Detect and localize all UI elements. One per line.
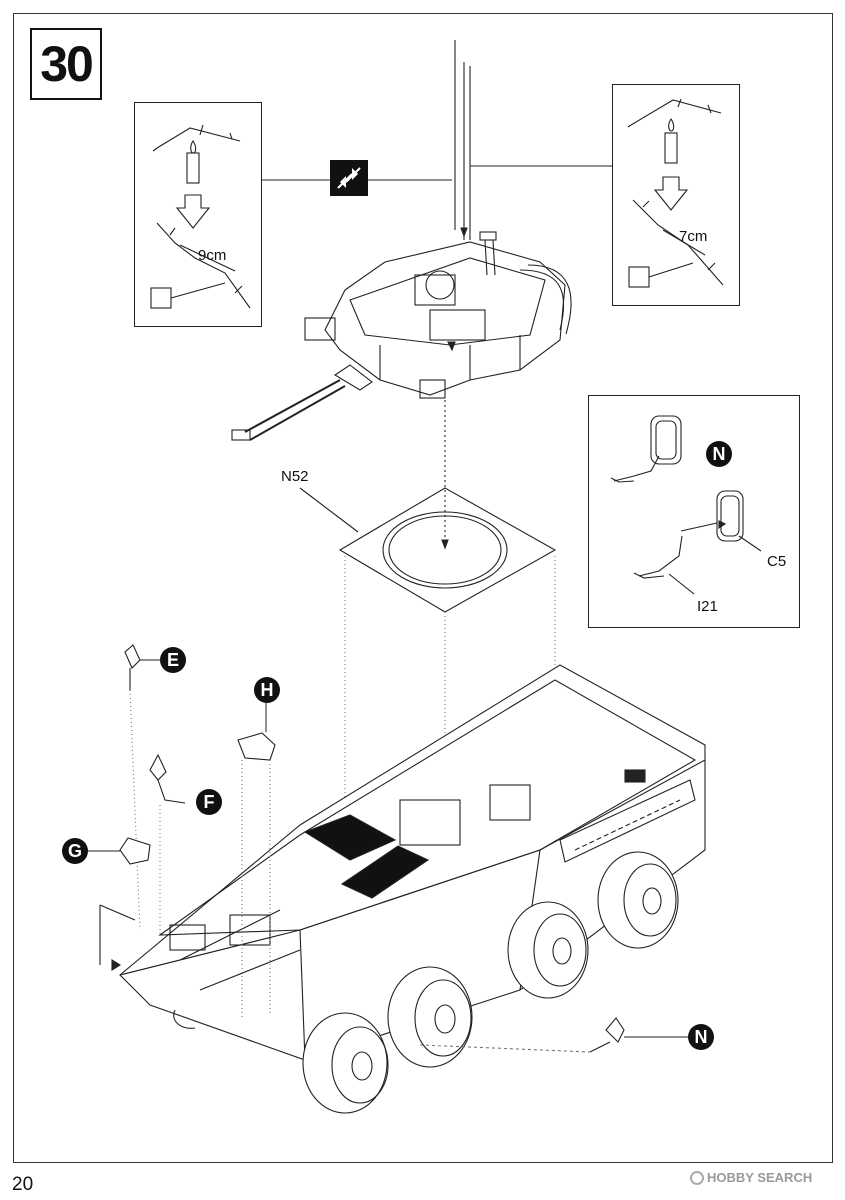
watermark: HOBBY SEARCH <box>690 1170 812 1185</box>
callout-badge-f: F <box>196 789 222 815</box>
watermark-text: HOBBY SEARCH <box>707 1170 813 1185</box>
small-parts-drawing <box>99 644 688 1053</box>
turret-drawing <box>231 231 572 441</box>
page-frame <box>13 13 833 1163</box>
sprue-diagram <box>627 98 724 288</box>
hobby-search-logo-icon <box>690 1170 704 1185</box>
part-label-c5: C5 <box>767 553 787 570</box>
callout-badge-h: H <box>254 677 280 703</box>
callout-badge-n-lower: N <box>688 1024 714 1050</box>
measure-label-7cm: 7cm <box>679 228 708 245</box>
apply-both-icon <box>330 160 368 196</box>
candle-icon <box>186 140 200 184</box>
arrow-down-icon <box>175 194 211 229</box>
wheel <box>302 1012 389 1114</box>
wheel <box>597 851 679 949</box>
step-number: 30 <box>40 36 94 92</box>
inset-stretched-sprue-7cm: 7cm <box>612 84 740 306</box>
measure-label-9cm: 9cm <box>198 247 227 264</box>
part-label-i21: I21 <box>697 598 718 615</box>
candle-icon <box>664 118 678 164</box>
sprue-diagram <box>150 124 251 309</box>
wheel <box>387 966 473 1068</box>
part-label-n52: N52 <box>281 468 309 485</box>
mirror-diagram <box>610 415 762 595</box>
callout-badge-e: E <box>160 647 186 673</box>
arrow-down-icon <box>653 176 689 211</box>
wheel <box>507 901 589 999</box>
inset-stretched-sprue-9cm: 9cm <box>134 102 262 327</box>
page-number: 20 <box>12 1174 34 1195</box>
hull-drawing <box>119 664 706 1114</box>
n52-plate-drawing <box>299 400 557 860</box>
callout-badge-g: G <box>62 838 88 864</box>
inset-mirror-assembly: N C5 I21 <box>588 395 800 628</box>
callout-badge-n: N <box>706 441 732 467</box>
step-number-box: 30 <box>30 28 102 100</box>
